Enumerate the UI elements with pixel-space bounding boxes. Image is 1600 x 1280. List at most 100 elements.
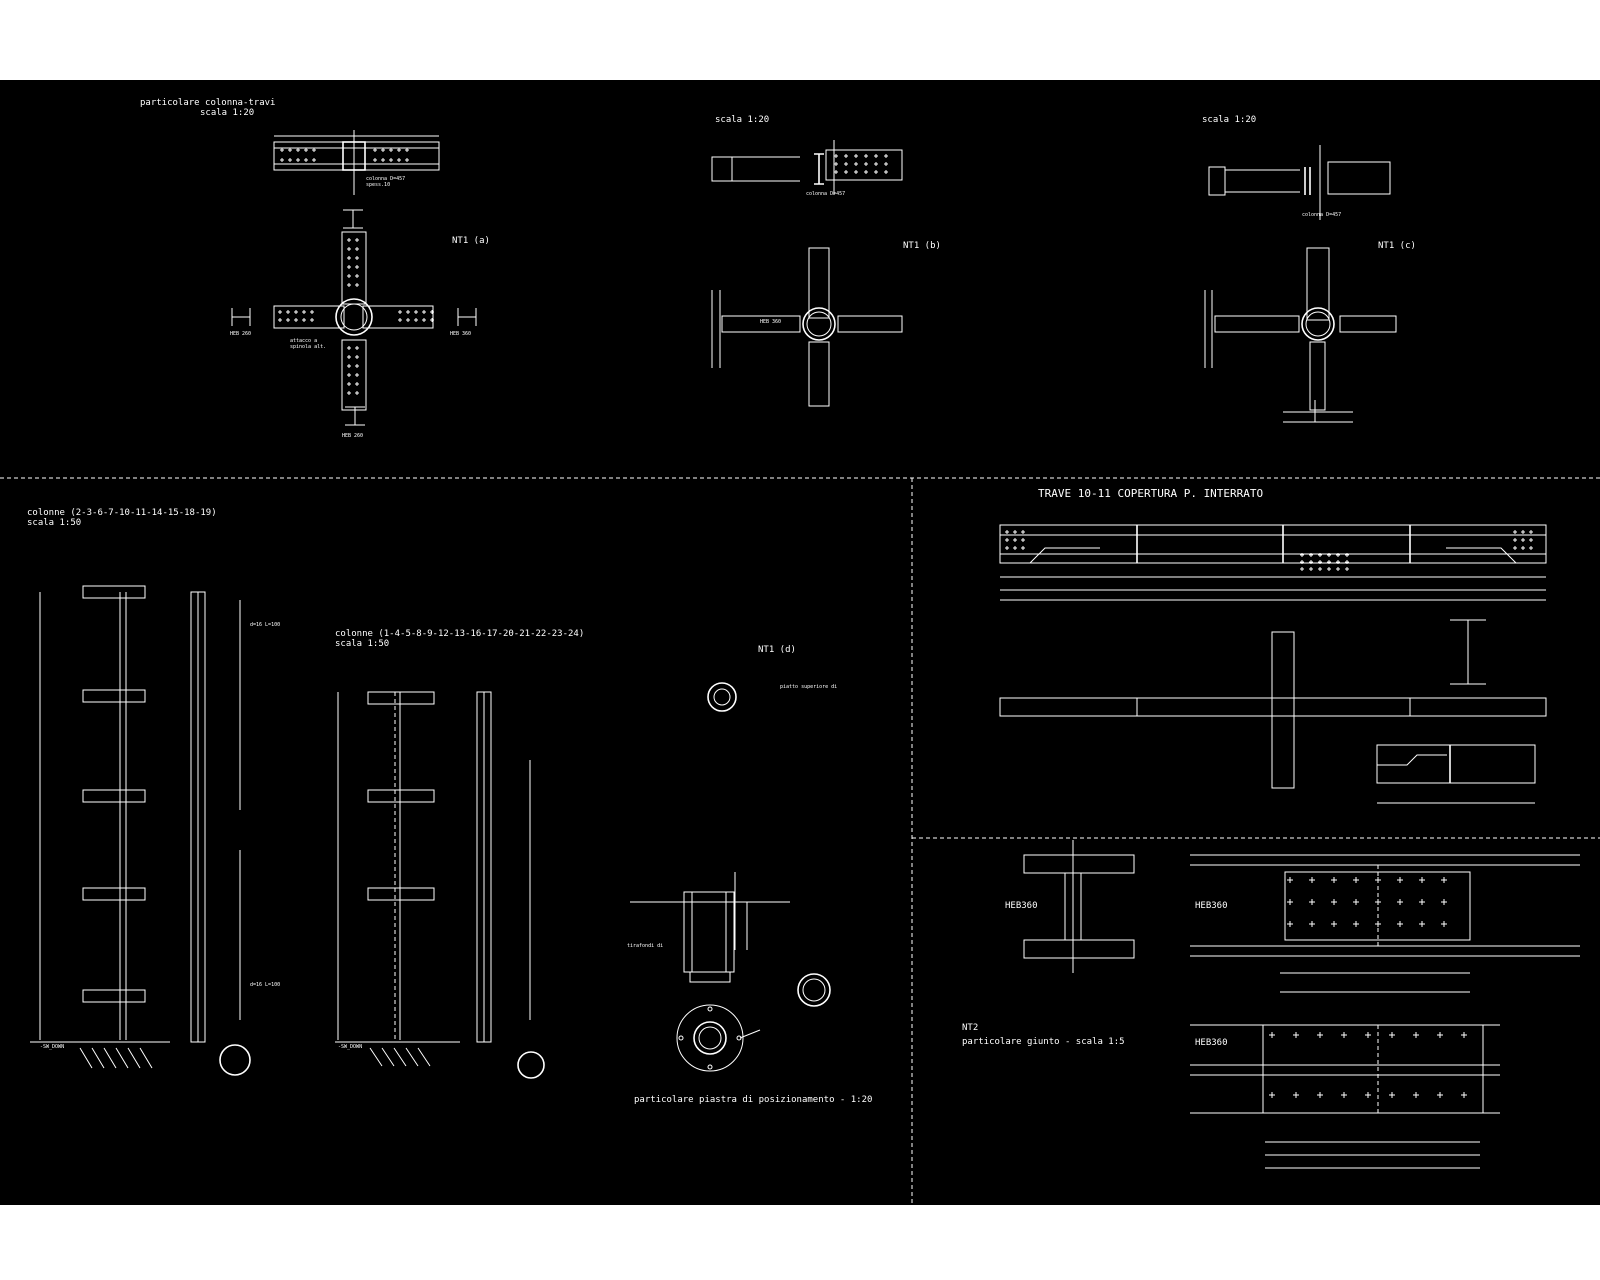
detail-nt1c: colonna D=457 — [1204, 145, 1397, 423]
svg-text:-SW_DOWN: -SW_DOWN — [40, 1044, 64, 1050]
bolt-mark — [405, 148, 409, 152]
bolt-mark — [1375, 877, 1381, 883]
bolt-mark — [1331, 921, 1337, 927]
bolt-mark — [1309, 567, 1313, 571]
bolt-mark — [1327, 560, 1331, 564]
bolt-mark — [854, 170, 858, 174]
bolt-mark — [355, 283, 359, 287]
bolt-mark — [1287, 877, 1293, 883]
bolt-mark — [430, 318, 434, 322]
bolt-mark — [1513, 546, 1517, 550]
bolt-mark — [347, 247, 351, 251]
bolt-mark — [280, 148, 284, 152]
bolt-mark — [1318, 553, 1322, 557]
columns1-title: colonne (2-3-6-7-10-11-14-15-18-19) — [27, 508, 217, 518]
bolt-mark — [355, 274, 359, 278]
bolt-mark — [414, 310, 418, 314]
bolt-mark — [864, 170, 868, 174]
bolt-mark — [286, 310, 290, 314]
bolt-mark — [1336, 553, 1340, 557]
bolt-mark — [286, 318, 290, 322]
bolt-mark — [355, 247, 359, 251]
bolt-mark — [1513, 538, 1517, 542]
bolt-mark — [1437, 1032, 1443, 1038]
bolt-mark — [1419, 899, 1425, 905]
bolt-mark — [1345, 567, 1349, 571]
bolt-mark — [1005, 546, 1009, 550]
bolt-mark — [278, 318, 282, 322]
bolt-mark — [1317, 1032, 1323, 1038]
bolt-mark — [398, 318, 402, 322]
bolt-mark — [355, 346, 359, 350]
bolt-mark — [347, 364, 351, 368]
bolt-mark — [1513, 530, 1517, 534]
nt1b-label: NT1 (b) — [903, 241, 941, 251]
columns2-title: colonne (1-4-5-8-9-12-13-16-17-20-21-22-… — [335, 629, 584, 639]
svg-text:HEB 260: HEB 260 — [230, 331, 251, 337]
bolt-mark — [1300, 560, 1304, 564]
cad-drawing-sheet: particolare colonna-travi scala 1:20 sca… — [0, 80, 1600, 1205]
svg-text:HEB 260: HEB 260 — [342, 433, 363, 439]
bolt-mark — [1375, 899, 1381, 905]
bolt-mark — [1345, 560, 1349, 564]
bolt-mark — [422, 318, 426, 322]
svg-text:spinola alt.: spinola alt. — [290, 344, 326, 350]
columns2-scale: scala 1:50 — [335, 639, 389, 649]
bolt-mark — [1300, 553, 1304, 557]
columns-group-2-elevation: -SW_DOWN — [335, 691, 545, 1079]
base-plate-detail: piatto superiore di tirafondi di — [627, 682, 837, 1072]
columns1-scale: scala 1:50 — [27, 518, 81, 528]
bolt-mark — [278, 310, 282, 314]
bolt-mark — [1336, 567, 1340, 571]
bolt-mark — [406, 310, 410, 314]
bolt-mark — [304, 148, 308, 152]
bolt-mark — [1521, 530, 1525, 534]
bolt-mark — [1317, 1092, 1323, 1098]
bolt-mark — [355, 364, 359, 368]
svg-text:piatto superiore di: piatto superiore di — [780, 684, 837, 690]
plate-title: particolare piastra di posizionamento - … — [634, 1095, 872, 1105]
bolt-mark — [1341, 1032, 1347, 1038]
bolt-mark — [1336, 560, 1340, 564]
bolt-mark — [347, 283, 351, 287]
heb-label-c: HEB360 — [1195, 1038, 1228, 1048]
bolt-mark — [1309, 921, 1315, 927]
bolt-mark — [280, 158, 284, 162]
bolt-mark — [430, 310, 434, 314]
bolt-mark — [834, 162, 838, 166]
bolt-mark — [1413, 1092, 1419, 1098]
bolt-mark — [874, 170, 878, 174]
bolt-mark — [1529, 538, 1533, 542]
bolt-mark — [347, 382, 351, 386]
bolt-mark — [310, 318, 314, 322]
bolt-mark — [864, 154, 868, 158]
bolt-mark — [1397, 899, 1403, 905]
bolt-mark — [1353, 899, 1359, 905]
bolt-mark — [1353, 877, 1359, 883]
bolt-mark — [1437, 1092, 1443, 1098]
bolt-mark — [347, 373, 351, 377]
bolt-mark — [864, 162, 868, 166]
bolt-mark — [884, 162, 888, 166]
bolt-mark — [347, 391, 351, 395]
heb-label-a: HEB360 — [1005, 901, 1038, 911]
bolt-mark — [1269, 1092, 1275, 1098]
bolt-mark — [1327, 567, 1331, 571]
bolt-mark — [312, 148, 316, 152]
svg-text:-SW_DOWN: -SW_DOWN — [338, 1044, 362, 1050]
bolt-mark — [1318, 567, 1322, 571]
bolt-mark — [1353, 921, 1359, 927]
svg-text:d=16 L=100: d=16 L=100 — [250, 622, 280, 628]
bolt-mark — [834, 170, 838, 174]
bolt-mark — [288, 158, 292, 162]
nt2-title: particolare giunto - scala 1:5 — [962, 1037, 1125, 1047]
bolt-mark — [1419, 921, 1425, 927]
bolt-mark — [294, 318, 298, 322]
bolt-mark — [1309, 560, 1313, 564]
bolt-mark — [312, 158, 316, 162]
bolt-mark — [1397, 877, 1403, 883]
bolt-mark — [1389, 1032, 1395, 1038]
bolt-mark — [398, 310, 402, 314]
bolt-mark — [347, 238, 351, 242]
